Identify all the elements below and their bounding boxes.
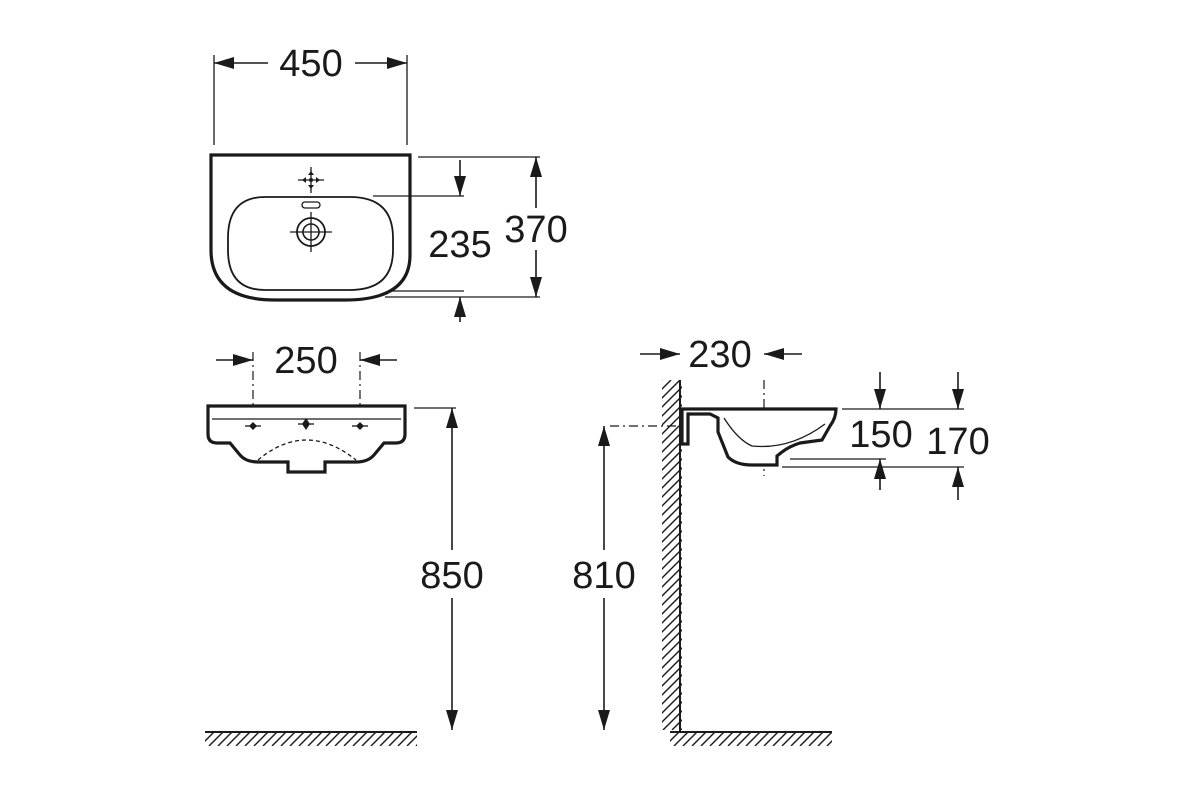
dimension-tap-spacing-250: 250 (274, 340, 337, 382)
dimension-height-850: 850 (420, 555, 483, 597)
arrow-head (454, 176, 466, 196)
dimension-width-450: 450 (279, 43, 342, 85)
arrow-head (764, 348, 784, 360)
bowl-hidden-line (257, 439, 357, 461)
arrow-head (233, 354, 253, 366)
floor-hatching (670, 732, 832, 746)
arrow-head (874, 459, 886, 479)
dimension-depth-150: 150 (849, 414, 912, 456)
dimension-offset-230: 230 (688, 334, 751, 376)
front-view: 250 850 (205, 340, 484, 746)
arrow-head (360, 354, 380, 366)
arrow-head (530, 277, 542, 297)
arrow-head (446, 710, 458, 730)
tap-marker-right-icon (352, 422, 368, 430)
arrow-head (598, 426, 610, 446)
bowl-inner-profile (723, 417, 826, 448)
basin-profile-side (680, 407, 838, 467)
arrow-head (660, 348, 680, 360)
dimension-height-810: 810 (572, 555, 635, 597)
arrow-head (387, 57, 407, 69)
tap-marker-left-icon (245, 422, 261, 430)
arrow-head (214, 57, 234, 69)
arrow-head (952, 467, 964, 487)
dimension-height-170: 170 (926, 421, 989, 463)
dimension-depth-235: 235 (428, 224, 491, 266)
arrow-head (598, 710, 610, 730)
tap-hole-marker-icon (298, 167, 324, 193)
overflow-slot (301, 201, 321, 209)
floor-hatching (205, 732, 417, 746)
arrow-head (952, 389, 964, 409)
top-view: 450 235 (209, 43, 568, 322)
dimension-depth-370: 370 (504, 209, 567, 251)
basin-outline-front (206, 404, 407, 474)
bowl-inner-outline (227, 196, 394, 291)
arrow-head (874, 389, 886, 409)
wall-hatching (662, 380, 682, 730)
side-view: 230 150 170 810 (572, 334, 990, 746)
tap-marker-center-icon (298, 418, 314, 430)
arrow-head (446, 408, 458, 428)
arrow-head (530, 157, 542, 177)
arrow-head (454, 297, 466, 317)
